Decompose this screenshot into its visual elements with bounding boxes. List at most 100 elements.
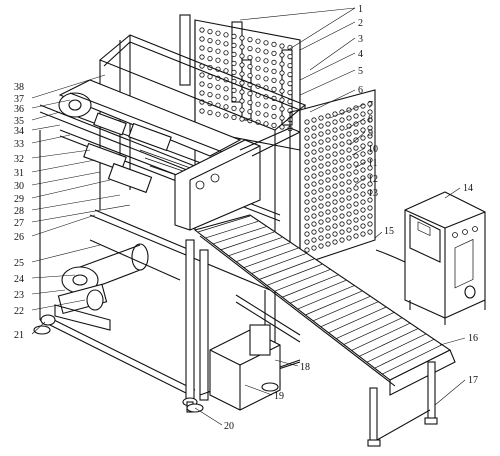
panel-hole bbox=[346, 203, 352, 209]
panel-hole bbox=[346, 115, 352, 121]
label-26: 26 bbox=[14, 232, 24, 243]
panel-hole bbox=[346, 163, 352, 169]
rear-panel-hole bbox=[287, 53, 293, 60]
rear-panel-hole bbox=[239, 98, 245, 104]
panel-hole bbox=[318, 147, 324, 153]
conveyor-roller bbox=[351, 322, 411, 351]
panel-hole bbox=[318, 203, 324, 209]
panel-hole bbox=[325, 217, 331, 223]
panel-hole bbox=[346, 211, 352, 217]
rear-panel-hole bbox=[271, 41, 277, 48]
panel-hole bbox=[360, 215, 366, 221]
label-34: 34 bbox=[14, 126, 24, 137]
panel-hole bbox=[311, 205, 317, 211]
rear-panel-hole bbox=[247, 109, 253, 115]
panel-hole bbox=[318, 219, 324, 225]
panel-hole bbox=[346, 227, 352, 233]
panel-hole bbox=[311, 189, 317, 195]
conveyor-roller bbox=[359, 328, 419, 357]
rear-panel-hole bbox=[287, 72, 293, 78]
panel-hole bbox=[367, 229, 373, 235]
label-37: 37 bbox=[14, 94, 24, 105]
rear-panel-hole bbox=[239, 53, 245, 59]
panel-hole bbox=[332, 207, 338, 213]
panel-hole bbox=[367, 165, 373, 171]
rear-panel-hole bbox=[263, 112, 269, 118]
rear-panel-hole bbox=[231, 42, 237, 49]
panel-hole bbox=[353, 113, 359, 119]
label-33: 33 bbox=[14, 139, 24, 150]
panel-hole bbox=[353, 233, 359, 239]
panel-hole bbox=[311, 173, 317, 179]
panel-hole bbox=[318, 227, 324, 233]
panel-hole bbox=[325, 145, 331, 151]
rear-panel-hole bbox=[207, 55, 213, 62]
panel-hole bbox=[325, 177, 331, 183]
label-25: 25 bbox=[14, 258, 24, 269]
rear-panel-hole bbox=[239, 89, 245, 95]
conveyor-roller bbox=[305, 290, 363, 316]
panel-hole bbox=[332, 135, 338, 141]
panel-hole bbox=[318, 155, 324, 161]
panel-hole bbox=[311, 197, 317, 203]
rear-panel-hole bbox=[263, 49, 269, 55]
panel-hole bbox=[360, 143, 366, 149]
rear-panel-hole bbox=[279, 61, 285, 67]
conveyor-roller bbox=[205, 221, 259, 239]
label-27: 27 bbox=[14, 218, 24, 229]
rear-panel-hole bbox=[231, 51, 237, 58]
rear-panel-hole bbox=[207, 46, 213, 53]
rear-panel-hole bbox=[231, 96, 237, 103]
conveyor-roller bbox=[374, 338, 435, 369]
rear-panel-hole bbox=[255, 74, 261, 80]
rear-panel-hole bbox=[239, 35, 245, 41]
panel-hole bbox=[339, 237, 345, 243]
rear-panel-hole bbox=[279, 106, 285, 112]
leader-lines bbox=[31, 7, 466, 426]
rear-panel-hole bbox=[287, 81, 293, 87]
rear-panel-hole bbox=[247, 36, 253, 43]
panel-hole bbox=[318, 171, 324, 177]
rear-panel-hole bbox=[199, 36, 205, 42]
label-29: 29 bbox=[14, 194, 24, 205]
rear-panel-hole bbox=[199, 27, 205, 33]
rear-panel-hole bbox=[199, 54, 205, 60]
label-16: 16 bbox=[468, 333, 478, 344]
panel-hole bbox=[353, 185, 359, 191]
rear-panel-hole bbox=[231, 87, 237, 94]
panel-hole bbox=[311, 157, 317, 163]
label-28: 28 bbox=[14, 206, 24, 217]
panel-hole bbox=[367, 213, 373, 219]
panel-hole bbox=[325, 225, 331, 231]
panel-hole bbox=[367, 197, 373, 203]
label-8: 8 bbox=[368, 114, 373, 125]
label-23: 23 bbox=[14, 290, 24, 301]
rear-panel-hole bbox=[223, 41, 229, 47]
conveyor-roller bbox=[213, 226, 267, 245]
label-36: 36 bbox=[14, 104, 24, 115]
conveyor-roller bbox=[336, 312, 395, 339]
label-7: 7 bbox=[368, 100, 373, 111]
rear-panel-hole bbox=[247, 91, 253, 97]
rear-panel-hole bbox=[247, 45, 253, 52]
panel-hole bbox=[318, 235, 324, 241]
panel-hole bbox=[325, 169, 331, 175]
panel-hole bbox=[304, 167, 310, 173]
panel-hole bbox=[360, 231, 366, 237]
panel-hole bbox=[353, 129, 359, 135]
rear-panel-hole bbox=[287, 62, 293, 69]
head-housing bbox=[174, 127, 302, 231]
panel-hole bbox=[346, 139, 352, 145]
label-4: 4 bbox=[358, 49, 363, 60]
panel-hole bbox=[332, 127, 338, 133]
panel-hole bbox=[339, 205, 345, 211]
label-21: 21 bbox=[14, 330, 24, 341]
rear-panel-hole bbox=[231, 33, 237, 40]
rear-panel-hole bbox=[207, 37, 213, 44]
panel-hole bbox=[311, 133, 317, 139]
panel-hole bbox=[332, 167, 338, 173]
panel-hole bbox=[353, 193, 359, 199]
label-32: 32 bbox=[14, 154, 24, 165]
panel-hole bbox=[304, 191, 310, 197]
